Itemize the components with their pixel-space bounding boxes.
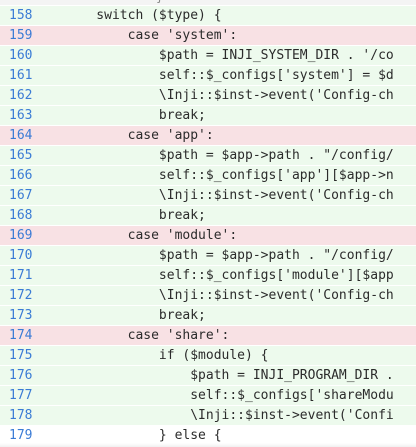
line-number[interactable]: 161 [9, 68, 33, 83]
line-number[interactable]: 167 [9, 188, 33, 203]
code-text: switch ($type) { [65, 8, 222, 23]
code-text: \Inji::$inst->event('Config-ch [65, 288, 394, 303]
code-text: } else { [65, 428, 222, 443]
diff-line-ctx[interactable]: 165 $path = $app->path . "/config/ [0, 145, 416, 165]
code-text: case 'module': [65, 228, 238, 243]
code-text: \Inji::$inst->event('Config-ch [65, 88, 394, 103]
diff-line-ctx[interactable]: 173 break; [0, 305, 416, 325]
line-number[interactable]: 171 [9, 268, 33, 283]
code-text: if ($module) { [65, 348, 269, 363]
diff-line-ctx[interactable]: 175 if ($module) { [0, 345, 416, 365]
code-text: $path = $app->path . "/config/ [65, 248, 394, 263]
line-number[interactable]: 163 [9, 108, 33, 123]
diff-line-ctx[interactable]: 168 break; [0, 205, 416, 225]
diff-line-del[interactable]: 159 case 'system': [0, 25, 416, 45]
code-text: self::$_configs['module'][$app [65, 268, 394, 283]
diff-line-ctx[interactable]: 167 \Inji::$inst->event('Config-ch [0, 185, 416, 205]
diff-code-view: 158 switch ($type) {159 case 'system':16… [0, 5, 416, 445]
diff-line-del[interactable]: 174 case 'share': [0, 325, 416, 345]
code-text: case 'share': [65, 328, 230, 343]
code-text: self::$_configs['system'] = $d [65, 68, 394, 83]
diff-line-ctx[interactable]: 171 self::$_configs['module'][$app [0, 265, 416, 285]
line-number[interactable]: 174 [9, 328, 33, 343]
diff-line-del[interactable]: 164 case 'app': [0, 125, 416, 145]
diff-line-ctx[interactable]: 160 $path = INJI_SYSTEM_DIR . '/co [0, 45, 416, 65]
diff-line-ctx[interactable]: 177 self::$_configs['shareModu [0, 385, 416, 405]
diff-line-ctx[interactable]: 163 break; [0, 105, 416, 125]
line-number[interactable]: 164 [9, 128, 33, 143]
diff-line-ctx[interactable]: 170 $path = $app->path . "/config/ [0, 245, 416, 265]
bottom-edge [0, 443, 416, 447]
code-text: $path = INJI_SYSTEM_DIR . '/co [65, 48, 394, 63]
diff-line-ctx[interactable]: 172 \Inji::$inst->event('Config-ch [0, 285, 416, 305]
line-number[interactable]: 170 [9, 248, 33, 263]
diff-line-ctx[interactable]: 162 \Inji::$inst->event('Config-ch [0, 85, 416, 105]
line-number[interactable]: 175 [9, 348, 33, 363]
code-text: self::$_configs['shareModu [65, 388, 394, 403]
line-number[interactable]: 165 [9, 148, 33, 163]
code-text: case 'app': [65, 128, 214, 143]
code-text: $path = INJI_PROGRAM_DIR . [65, 368, 394, 383]
line-number[interactable]: 168 [9, 208, 33, 223]
line-number[interactable]: 178 [9, 408, 33, 423]
line-number[interactable]: 159 [9, 28, 33, 43]
diff-line-ctx[interactable]: 166 self::$_configs['app'][$app->n [0, 165, 416, 185]
code-text: \Inji::$inst->event('Config-ch [65, 188, 394, 203]
code-text: self::$_configs['app'][$app->n [65, 168, 394, 183]
line-number[interactable]: 173 [9, 308, 33, 323]
line-number[interactable]: 162 [9, 88, 33, 103]
diff-line-ctx[interactable]: 178 \Inji::$inst->event('Confi [0, 405, 416, 425]
diff-line-ctx[interactable]: 176 $path = INJI_PROGRAM_DIR . [0, 365, 416, 385]
line-number[interactable]: 172 [9, 288, 33, 303]
diff-line-ctx[interactable]: 158 switch ($type) { [0, 5, 416, 25]
diff-line-del[interactable]: 169 case 'module': [0, 225, 416, 245]
line-number[interactable]: 158 [9, 8, 33, 23]
diff-line-ctx[interactable]: 161 self::$_configs['system'] = $d [0, 65, 416, 85]
line-number[interactable]: 176 [9, 368, 33, 383]
line-number[interactable]: 166 [9, 168, 33, 183]
code-text: \Inji::$inst->event('Confi [65, 408, 394, 423]
line-number[interactable]: 177 [9, 388, 33, 403]
code-text: case 'system': [65, 28, 238, 43]
diff-line-plain[interactable]: 179 } else { [0, 425, 416, 445]
code-text: break; [65, 308, 206, 323]
code-text: $path = $app->path . "/config/ [65, 148, 394, 163]
code-text: break; [65, 108, 206, 123]
code-text: break; [65, 208, 206, 223]
line-number[interactable]: 179 [9, 428, 33, 443]
line-number[interactable]: 169 [9, 228, 33, 243]
line-number[interactable]: 160 [9, 48, 33, 63]
